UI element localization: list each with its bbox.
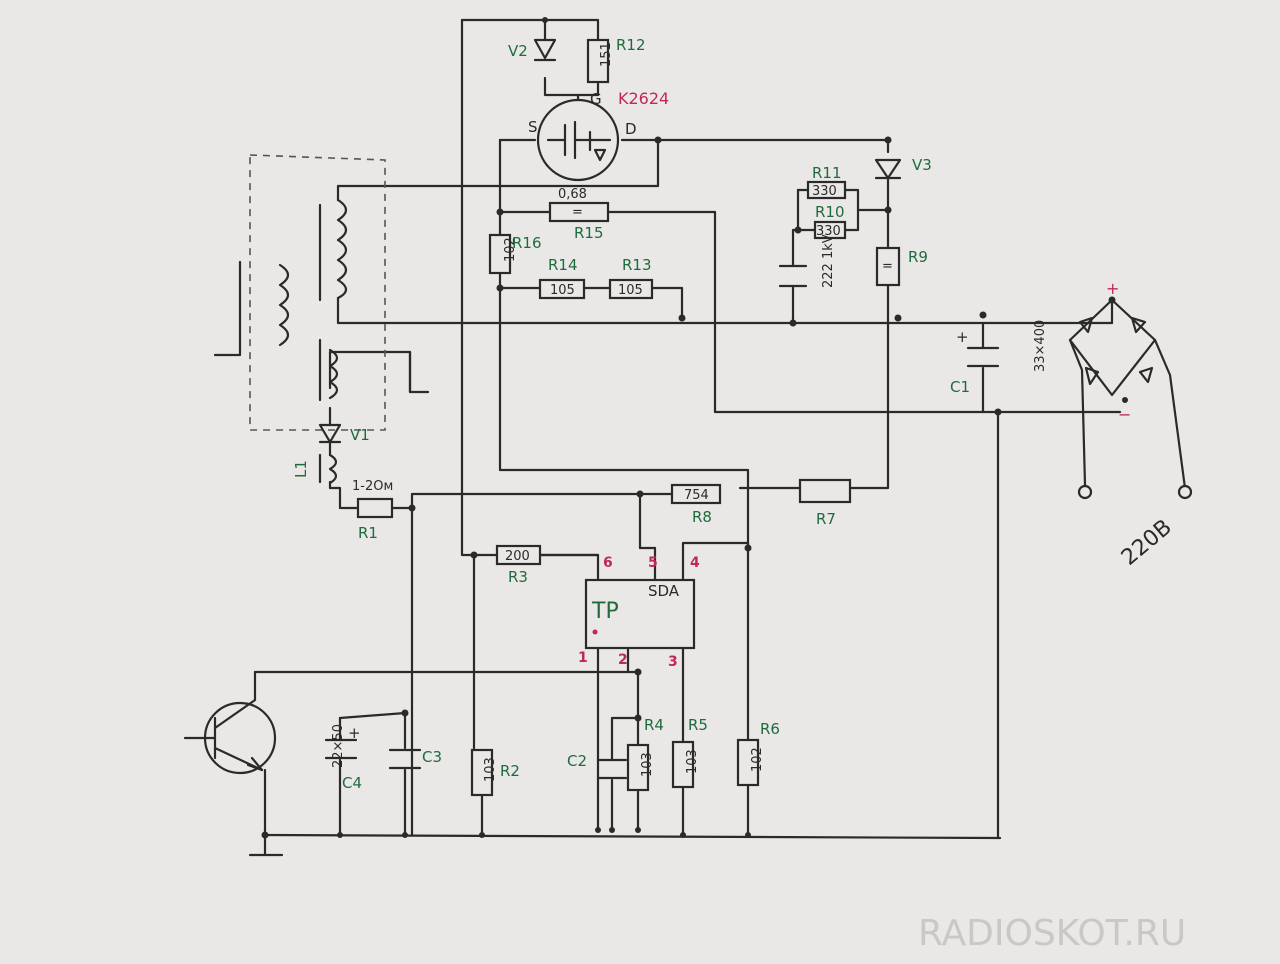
resistor-r8-value: 754 [684,488,709,503]
wires [248,18,1187,857]
diode-v2-label: V2 [508,42,528,60]
ic-pin-4: 4 [690,555,700,571]
resistor-r8-label: R8 [692,508,712,526]
resistor-r9-value: = [882,259,893,274]
resistor-r6-label: R6 [760,720,780,738]
resistor-r12-label: R12 [616,36,646,54]
resistor-r14-value: 105 [550,283,575,298]
resistor-r11: 330 R11 [806,164,847,200]
mains-voltage-label: 220В [1117,515,1177,571]
resistor-r13-label: R13 [622,256,652,274]
resistor-r3-value: 200 [505,549,530,564]
resistor-r12-value: 151 [599,42,614,67]
mosfet-gate-label: G [590,90,602,108]
resistor-r10-value: 330 [816,224,841,239]
mosfet-source-label: S [528,118,538,136]
transformer [213,154,386,431]
resistor-r7: R7 [798,478,852,528]
resistor-r14: 105 R14 [538,256,586,300]
resistor-r10: 330 R10 [813,203,847,240]
bipolar-transistor [183,698,277,775]
ic-name-label: SDA [648,582,680,600]
mosfet-k2624: G S D K2624 [528,89,669,182]
mosfet-part-label: K2624 [618,89,669,108]
diode-v3: V3 [874,156,932,180]
resistor-r6: 102 R6 [736,720,780,787]
resistor-r5-value: 103 [685,749,700,774]
capacitor-c1-label: C1 [950,378,970,396]
ic-sda: 6 5 4 1 2 3 TP SDA [578,555,700,670]
capacitor-c2: C2 [567,752,628,780]
ic-pin-6: 6 [603,555,613,571]
mosfet-drain-label: D [625,120,637,138]
capacitor-snubber-value: 222 1kV [821,234,836,288]
watermark: RADIOSKOT.RU [918,913,1186,954]
resistor-r7-label: R7 [816,510,836,528]
capacitor-c1: + C1 33×400 [950,320,1048,396]
resistor-r2-value: 103 [483,757,498,782]
resistor-r3-label: R3 [508,568,528,586]
capacitor-c2-label: C2 [567,752,587,770]
resistor-r5: 103 R5 [671,716,708,789]
resistor-r9-label: R9 [908,248,928,266]
capacitor-c4: + C4 22×50 [324,724,362,792]
resistor-r6-value: 102 [750,747,765,772]
resistor-r2-label: R2 [500,762,520,780]
ic-tp-label: TP [591,599,619,624]
resistor-r12: 151 R12 [586,36,646,84]
resistor-r16-value: 102 [503,237,518,262]
ic-pin-1: 1 [578,650,588,666]
resistor-r1: 1-2Ом R1 [352,479,393,542]
resistor-r10-label: R10 [815,203,845,221]
resistor-r16-label: R16 [512,234,542,252]
capacitor-snubber: 222 1kV [778,234,836,288]
resistor-r1-label: R1 [358,524,378,542]
capacitor-c4-value: 22×50 [331,724,346,768]
capacitor-c3-label: C3 [422,748,442,766]
junctions [261,17,1128,839]
resistor-r11-label: R11 [812,164,842,182]
capacitor-c1-plus: + [956,328,969,346]
capacitor-c3: C3 [388,748,442,770]
resistor-r9: = R9 [875,246,928,287]
diode-v3-label: V3 [912,156,932,174]
inductor-l1: L1 [292,453,338,485]
capacitor-c1-value: 33×400 [1033,320,1048,372]
diode-v1: V1 [318,423,370,444]
bridge-plus-label: + [1106,279,1119,298]
resistor-r4-value: 103 [640,752,655,777]
resistor-r2: 103 R2 [470,748,520,797]
bridge-minus-label: − [1118,405,1131,424]
resistor-r11-value: 330 [812,184,837,199]
inductor-l1-label: L1 [292,460,310,478]
ic-pin-5: 5 [648,555,658,571]
ic-pin-3: 3 [668,654,678,670]
ic-pin-2: 2 [618,652,628,668]
capacitor-c4-label: C4 [342,774,362,792]
resistor-r16: 102 R16 [488,233,542,275]
resistor-r14-label: R14 [548,256,578,274]
resistor-r13-value: 105 [618,283,643,298]
diode-v1-label: V1 [350,426,370,444]
resistor-r13: 105 R13 [608,256,654,300]
resistor-r15-label: R15 [574,224,604,242]
resistor-r3: 200 R3 [495,544,542,586]
resistor-r1-value: 1-2Ом [352,479,393,494]
resistor-r8: 754 R8 [670,483,722,526]
resistor-r15: = 0,68 R15 [548,187,610,242]
resistor-r4-label: R4 [644,716,664,734]
resistor-r15-mark: = [572,205,583,220]
diode-v2: V2 [508,38,557,62]
resistor-r5-label: R5 [688,716,708,734]
capacitor-c4-plus: + [348,724,361,742]
resistor-r15-value: 0,68 [558,187,587,202]
resistor-r4: 103 R4 [626,716,664,792]
